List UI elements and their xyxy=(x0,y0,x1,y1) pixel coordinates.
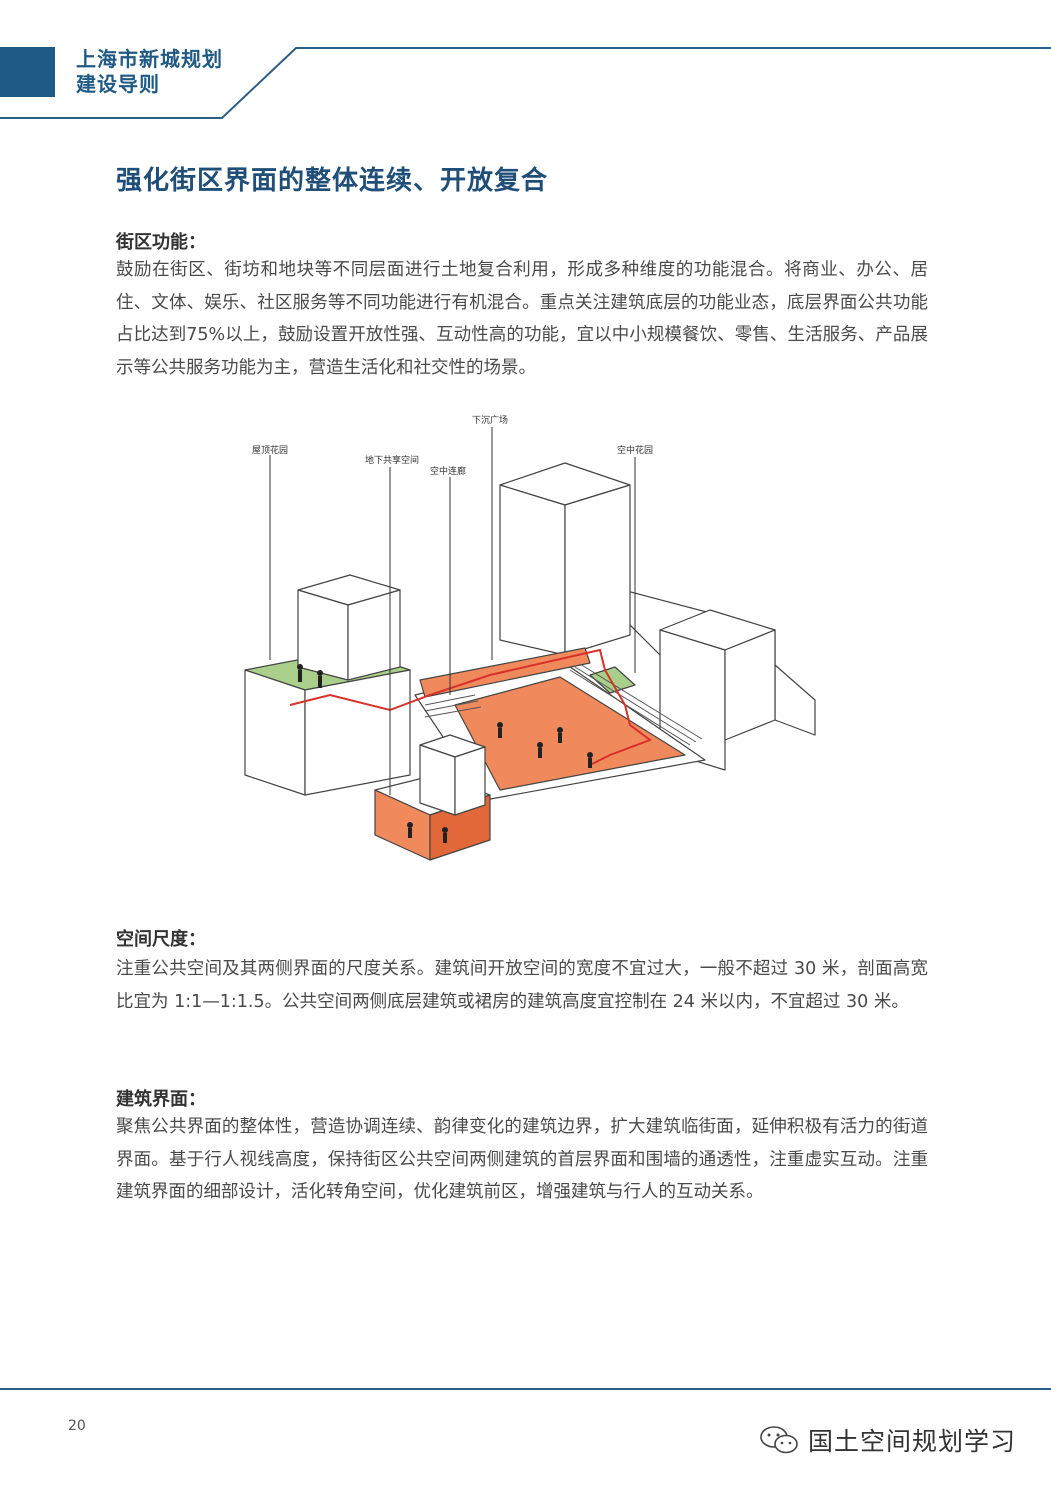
label-sky-garden: 空中花园 xyxy=(617,444,653,456)
tower-right-face xyxy=(564,484,631,656)
page-number: 20 xyxy=(68,1418,86,1434)
left-cube-front xyxy=(297,589,349,681)
axonometric-diagram: 屋顶花园 地下共享空间 空中连廊 下沉广场 空中花园 xyxy=(230,405,820,875)
left-podium-side xyxy=(304,669,411,796)
paragraph-block-function: 鼓励在街区、街坊和地块等不同层面进行土地复合利用，形成多种维度的功能混合。将商业… xyxy=(116,260,928,378)
heading-spatial-scale: 空间尺度： xyxy=(116,929,206,950)
small-block-side xyxy=(454,746,486,816)
small-block-front xyxy=(419,744,456,816)
right-slab-right xyxy=(724,629,776,741)
watermark-text: 国土空间规划学习 xyxy=(808,1427,1017,1456)
page-header: 上海市新城规划 建设导则 xyxy=(0,0,1051,125)
label-sky-corridor: 空中连廊 xyxy=(430,465,466,477)
plaza-steps xyxy=(424,663,703,746)
header-title-line1: 上海市新城规划 xyxy=(76,47,223,71)
header-decoration xyxy=(0,47,1051,119)
header-line xyxy=(0,47,1051,119)
right-slab-left xyxy=(659,629,726,771)
right-podium-side xyxy=(774,664,816,736)
left-podium-front xyxy=(244,669,306,796)
label-underground-space: 地下共享空间 xyxy=(365,454,419,466)
axonometric-svg: 屋顶花园 地下共享空间 空中连廊 下沉广场 空中花园 xyxy=(244,414,816,861)
header-title: 上海市新城规划 建设导则 xyxy=(76,47,223,97)
paragraph-spatial-scale: 注重公共空间及其两侧界面的尺度关系。建筑间开放空间的宽度不宜过大，一般不超过 3… xyxy=(116,959,928,1012)
leader-lines xyxy=(269,427,636,795)
people-figures xyxy=(297,664,593,843)
paragraph-building-interface: 聚焦公共界面的整体性，营造协调连续、韵律变化的建筑边界，扩大建筑临街面，延伸积极… xyxy=(116,1117,928,1202)
heading-building-interface: 建筑界面： xyxy=(116,1089,206,1110)
footer-line xyxy=(0,1388,1051,1390)
tower-left-face xyxy=(499,484,566,656)
header-title-line2: 建设导则 xyxy=(76,72,160,96)
section-title: 强化街区界面的整体连续、开放复合 xyxy=(116,166,549,196)
sky-garden-green xyxy=(589,666,636,694)
label-rooftop-garden: 屋顶花园 xyxy=(252,444,288,456)
watermark: 国土空间规划学习 xyxy=(758,1422,1016,1458)
wechat-icon xyxy=(760,1426,798,1454)
heading-block-function: 街区功能： xyxy=(116,232,206,253)
red-route-line xyxy=(289,648,653,766)
left-cube-side xyxy=(347,589,401,681)
label-sunken-plaza: 下沉广场 xyxy=(472,414,508,426)
header-block xyxy=(0,47,55,97)
